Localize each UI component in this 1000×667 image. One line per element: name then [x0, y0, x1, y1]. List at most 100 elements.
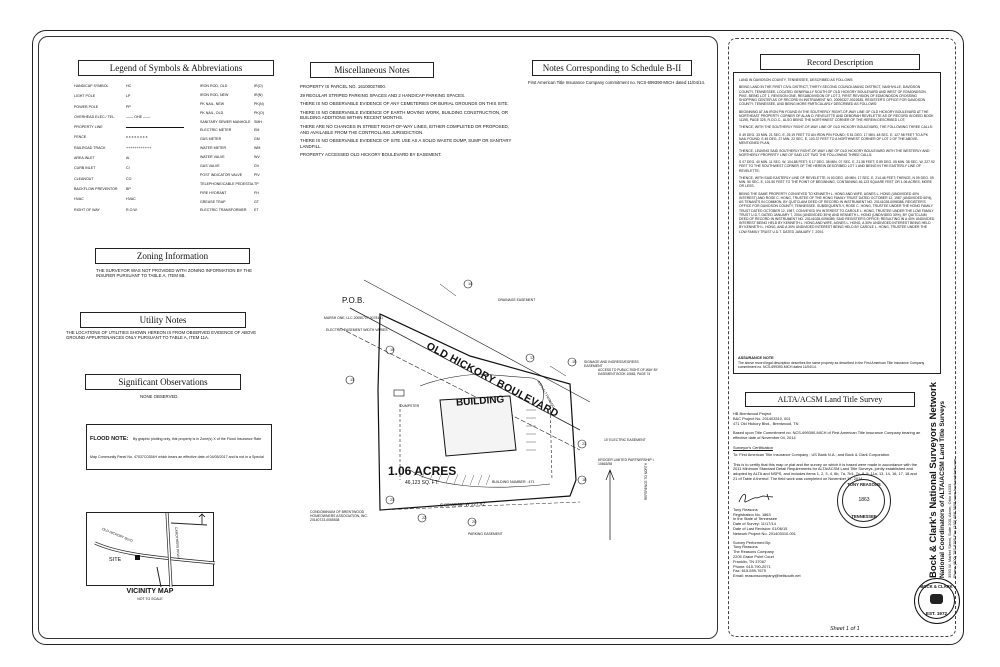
legend-row: CLEANOUT CO [74, 175, 194, 185]
legend-symbol: —— OHE —— [126, 114, 151, 119]
legend-symbol: GT [254, 199, 259, 204]
misc-notes-title: Miscellaneous Notes [310, 62, 434, 78]
site-plan-drawing [339, 279, 615, 540]
alta-line: Registration No. 1863 [733, 511, 771, 517]
legend-label: WATER VALVE [200, 155, 225, 160]
signature-drawing [738, 493, 774, 503]
alta-line: 471 Old Hickory Blvd., Brentwood, TN [733, 420, 799, 426]
legend-row: CURB INLET CI [74, 164, 194, 174]
easement-number: 15 [390, 348, 394, 352]
site-plan-label: DUMPSTER [400, 404, 420, 408]
legend-label: RAILROAD TRACK [74, 145, 106, 150]
brand-line-4: Phone (800) 787-8395 Fax (330) 666-3608 … [952, 458, 957, 578]
alta-line: Tony Reasons [733, 544, 758, 550]
alta-line: The Reasons Company [733, 549, 774, 555]
legend-symbol: PK(N) [254, 101, 264, 106]
schedule-b-title: Notes Corresponding to Schedule B-II [532, 60, 692, 76]
legend-label: IRON ROD, NEW [200, 92, 229, 97]
building-number: BUILDING NUMBER : 471 [492, 480, 535, 484]
significant-title: Significant Observations [85, 374, 241, 390]
easement-number: 19 [572, 360, 576, 364]
legend-symbol: PIV [254, 172, 260, 177]
easement-number: 17 [530, 356, 534, 360]
record-paragraph: S 07 DEG. 40 MIN. 11 SEC. W, 104.88 FEET… [739, 160, 935, 173]
legend-row: OVERHEAD ELEC./ TEL. —— OHE —— [74, 113, 194, 123]
easement-number: 18 [582, 478, 586, 482]
legend-label: ELECTRIC TRANSFORMER [200, 208, 247, 213]
pob-label: P.O.B. [342, 296, 365, 305]
legend-label: GAS METER [200, 137, 222, 142]
alta-title: ALTA/ACSM Land Title Survey [745, 392, 915, 407]
record-paragraph: LAND IN DAVIDSON COUNTY, TENNESSEE, DESC… [739, 78, 854, 82]
surveyor-certification-to: To: First American Title Insurance Compa… [733, 451, 891, 457]
logo-top-text: BOCK & CLARK [920, 584, 953, 589]
easement-number: 21 [582, 442, 586, 446]
record-paragraph: THENCE, WITH THE SOUTHERLY RIGHT-OF-WAY … [739, 125, 933, 130]
alta-line: Fax: 615-599-7679 [733, 568, 766, 574]
misc-note-item: THERE IS NO OBSERVABLE EVIDENCE OF ANY C… [300, 101, 509, 107]
legend-symbol: EM [254, 128, 260, 133]
logo-map-icon [930, 594, 943, 604]
legend-symbol: ++++++++++++ [126, 145, 152, 150]
misc-note-item: PROPERTY ACCESSED OLD HICKORY BOULEVARD … [300, 152, 442, 158]
legend-symbol: BP [126, 186, 131, 191]
seal-number: 1863 [858, 496, 870, 503]
legend-symbol: CO [126, 176, 132, 181]
legend-label: AREA INLET [74, 156, 95, 161]
legend-label: FIRE HYDRANT [200, 190, 227, 195]
legend-label: CLEANOUT [74, 176, 94, 181]
legend-label: POST INDICATOR VALVE [200, 172, 243, 177]
alta-line: Franklin, TN 37067 [733, 558, 767, 564]
legend-symbol: IR(O) [254, 84, 263, 88]
acreage-label: 1.06 ACRES [388, 464, 457, 478]
site-plan-label: ELECTRIC EASEMENT WIDTH VARIES [326, 328, 388, 332]
flood-note-box: FLOOD NOTE: By graphic plotting only, th… [86, 424, 272, 470]
site-plan-label: CONDOMINIUM OF BRENTWOOD HOMEOWNERS ASSO… [310, 510, 368, 523]
utility-text: THE LOCATIONS OF UTILITIES SHOWN HEREON … [66, 330, 257, 341]
legend-label: OVERHEAD ELEC./ TEL. [74, 114, 116, 119]
logo-bottom-text: EST. 1972 [925, 611, 948, 616]
alta-line: In the State of Tennessee [733, 516, 778, 522]
legend-symbol: PP [126, 104, 131, 109]
vicinity-map-subtitle: NOT TO SCALE [137, 597, 163, 601]
alta-line: Date of Survey: 11/17/14 [733, 521, 776, 527]
sheet-border [32, 30, 964, 645]
legend-symbol: WV [254, 155, 260, 160]
easement-number: 14 [468, 282, 472, 286]
schedule-b-text: First American Title Insurance Company c… [528, 80, 706, 85]
legend-label: LIGHT POLE [74, 94, 96, 99]
site-plan-label: SIGNAGE AND INGRESS/EGRESS EASEMENT [584, 360, 639, 369]
record-description-paragraphs: LAND IN DAVIDSON COUNTY, TENNESSEE, DESC… [739, 78, 935, 234]
vicinity-map-title: VICINITY MAP [126, 588, 174, 595]
site-plan-label: DRAINAGE EASEMENT [498, 298, 536, 302]
legend-symbol: CI [126, 166, 130, 171]
legend-title: Legend of Symbols & Abbreviations [78, 60, 274, 76]
legend-row: RAILROAD TRACK ++++++++++++ [74, 144, 194, 154]
easement-number: 20 [472, 520, 476, 524]
alta-line: Date of Last Revision: 01/06/15 [733, 525, 788, 531]
legend-symbol: GV [254, 164, 260, 169]
surveyor-signature [733, 488, 921, 508]
legend-label: BACKFLOW PREVENTOR [74, 186, 118, 191]
vicinity-map-drawing [94, 512, 216, 588]
seal-name: TONY REASONS [847, 481, 881, 487]
flood-note-text: By graphic plotting only, this property … [90, 437, 264, 459]
seal-state: TENNESSEE [851, 513, 877, 519]
assurance-note-text: The above record legal description descr… [738, 361, 925, 370]
legend-label: CURB INLET [74, 166, 96, 171]
assurance-note-label: ASSURANCE NOTE [738, 356, 774, 360]
legend-row: PROPERTY LINE [74, 123, 194, 133]
brand-line-2: National Coordinators of ALTA/ACSM Land … [939, 400, 946, 578]
sqft-label: 46,123 SQ. FT. [405, 480, 439, 486]
legend-symbol: TP [254, 181, 259, 186]
significant-text: NONE OBSERVED. [140, 394, 179, 399]
